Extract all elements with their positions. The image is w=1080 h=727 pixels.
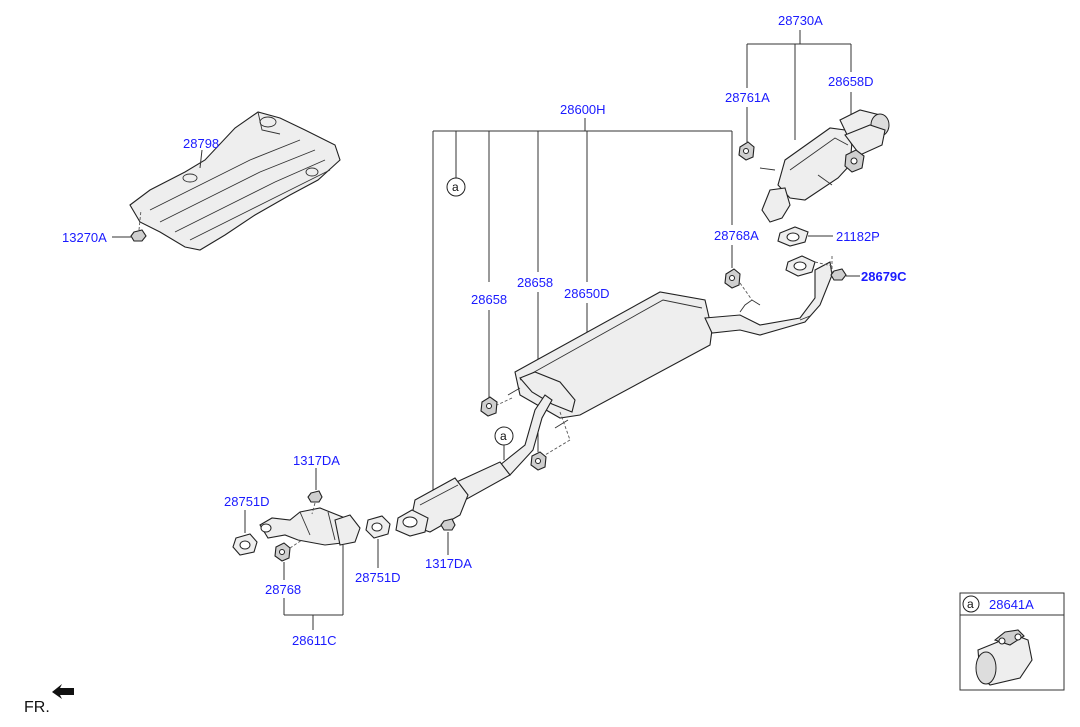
hanger-28768A-part[interactable] xyxy=(724,268,741,289)
label-1317DA-bottom[interactable]: 1317DA xyxy=(425,556,472,571)
hanger-28658D-part[interactable] xyxy=(844,149,865,173)
ref-marker-a-box xyxy=(962,595,980,613)
hanger-28658-right-part[interactable] xyxy=(530,451,547,471)
label-28679C[interactable]: 28679C xyxy=(861,269,907,284)
label-28751D-right[interactable]: 28751D xyxy=(355,570,401,585)
detail-box-28641A[interactable]: a 28641A xyxy=(959,592,1065,691)
nut-1317DA-bottom-part[interactable] xyxy=(440,518,456,531)
front-direction-label: FR. xyxy=(24,699,50,716)
intermediate-pipe-part[interactable] xyxy=(499,394,553,476)
nut-13270A-part[interactable] xyxy=(130,229,147,242)
ref-marker-a-box-text: a xyxy=(967,597,974,611)
ref-marker-a-top-text: a xyxy=(452,180,459,194)
flange-pipe-part[interactable] xyxy=(785,255,816,277)
gasket-28751D-left-part[interactable] xyxy=(232,533,258,556)
hanger-28658-left-part[interactable] xyxy=(480,396,498,417)
label-28658D[interactable]: 28658D xyxy=(828,74,874,89)
front-pipe-28611C-part[interactable] xyxy=(259,507,361,546)
label-28768A[interactable]: 28768A xyxy=(714,228,759,243)
label-1317DA-top[interactable]: 1317DA xyxy=(293,453,340,468)
label-28761A[interactable]: 28761A xyxy=(725,90,770,105)
gasket-21182P-part[interactable] xyxy=(777,226,809,247)
front-arrow-icon xyxy=(52,684,74,699)
rear-muffler-part[interactable] xyxy=(759,109,890,223)
label-28798[interactable]: 28798 xyxy=(183,136,219,151)
ref-marker-a-mid-text: a xyxy=(500,429,507,443)
label-28658-right[interactable]: 28658 xyxy=(517,275,553,290)
label-28730A[interactable]: 28730A xyxy=(778,13,823,28)
front-direction-indicator: FR. xyxy=(24,684,74,716)
nut-28679C-part[interactable] xyxy=(830,268,847,281)
main-muffler-part[interactable] xyxy=(507,261,833,429)
catalytic-converter-part[interactable] xyxy=(395,461,511,537)
nut-1317DA-top-part[interactable] xyxy=(307,490,323,503)
label-13270A[interactable]: 13270A xyxy=(62,230,107,245)
label-28600H[interactable]: 28600H xyxy=(560,102,606,117)
hanger-28761A-part[interactable] xyxy=(738,141,755,161)
label-28768[interactable]: 28768 xyxy=(265,582,301,597)
hanger-28768-part[interactable] xyxy=(274,542,291,562)
clamp-28641A-part xyxy=(975,629,1033,686)
ref-marker-a-top xyxy=(446,177,466,197)
gasket-28751D-right-part[interactable] xyxy=(365,515,391,539)
label-28611C[interactable]: 28611C xyxy=(292,633,337,648)
label-28641A[interactable]: 28641A xyxy=(989,597,1034,612)
label-28650D[interactable]: 28650D xyxy=(564,286,610,301)
label-28658-left[interactable]: 28658 xyxy=(471,292,507,307)
heat-shield-part[interactable] xyxy=(129,111,341,251)
label-28751D-left[interactable]: 28751D xyxy=(224,494,270,509)
label-21182P[interactable]: 21182P xyxy=(836,229,880,244)
